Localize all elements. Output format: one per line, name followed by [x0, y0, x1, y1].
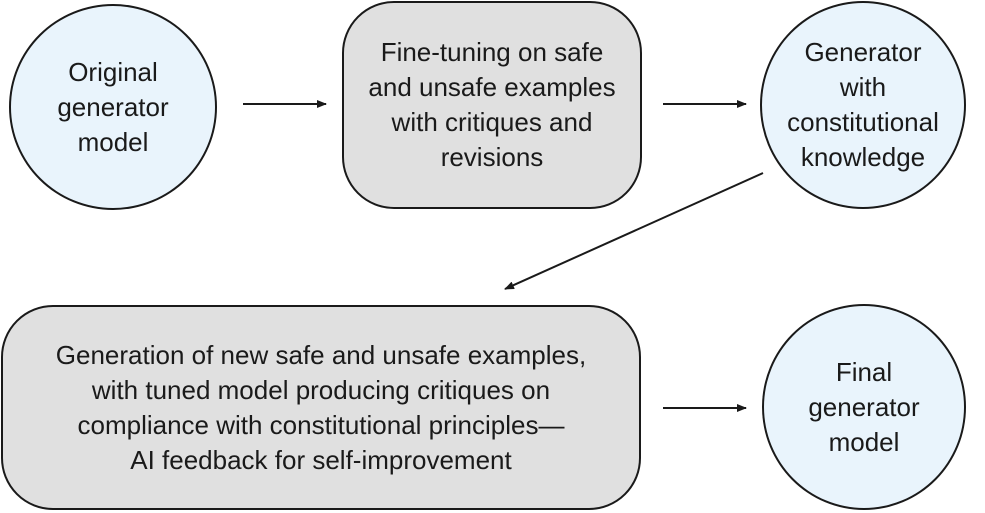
- fine-tuning-label: Fine-tuning on safe and unsafe examples …: [368, 37, 616, 172]
- arrow-generator-to-generation: [504, 172, 764, 290]
- constitutional-generator-label: Generator with constitutional knowledge: [787, 37, 939, 172]
- final-generator-label: Final generator model: [808, 356, 920, 457]
- generation-feedback-node: Generation of new safe and unsafe exampl…: [1, 305, 641, 510]
- fine-tuning-node: Fine-tuning on safe and unsafe examples …: [342, 1, 642, 209]
- constitutional-generator-node: Generator with constitutional knowledge: [760, 1, 966, 209]
- generation-feedback-label: Generation of new safe and unsafe exampl…: [55, 339, 587, 475]
- original-generator-node: Original generator model: [9, 4, 217, 210]
- original-generator-label: Original generator model: [57, 56, 169, 157]
- final-generator-node: Final generator model: [762, 304, 966, 510]
